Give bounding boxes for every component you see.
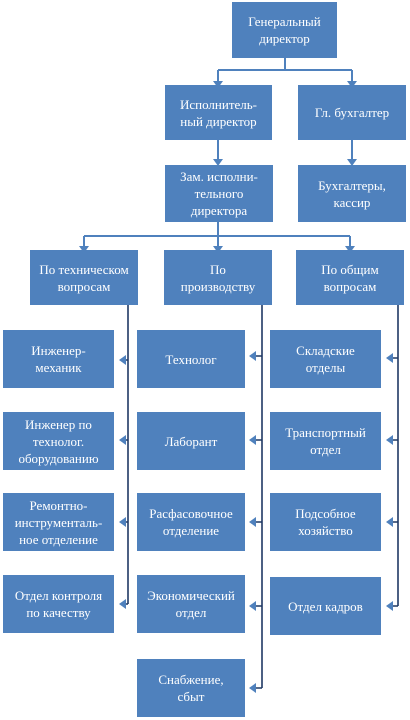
deputy-director-box: Зам. исполни- тельного директора xyxy=(165,165,273,222)
tech-item-equipment-engineer: Инженер по технолог. оборудованию xyxy=(3,412,114,470)
gen-item-warehouses: Складские отделы xyxy=(270,330,381,388)
prod-item-supply-sales: Снабжение, сбыт xyxy=(137,659,245,717)
prod-item-lab-assistant: Лаборант xyxy=(137,412,245,470)
accountants-box: Бухгалтеры, кассир xyxy=(298,165,406,222)
branch-production: По производству xyxy=(164,250,272,305)
branch-general: По общим вопросам xyxy=(296,250,404,305)
prod-item-packing: Расфасовочное отделение xyxy=(137,493,245,551)
chief-accountant-box: Гл. бухгалтер xyxy=(298,85,406,140)
ceo-box: Генеральный директор xyxy=(232,2,337,58)
tech-item-repair-department: Ремонтно- инструменталь- ное отделение xyxy=(3,493,114,551)
tech-item-quality-control: Отдел контроля по качеству xyxy=(3,575,114,633)
gen-item-hr: Отдел кадров xyxy=(270,577,381,635)
prod-item-technologist: Технолог xyxy=(137,330,245,388)
prod-item-economic: Экономический отдел xyxy=(137,575,245,633)
gen-item-subsidiary-farm: Подсобное хозяйство xyxy=(270,493,381,551)
branch-technical: По техническом вопросам xyxy=(30,250,138,305)
exec-director-box: Исполнитель- ный директор xyxy=(165,85,272,140)
gen-item-transport: Транспортный отдел xyxy=(270,412,381,470)
tech-item-engineer-mechanic: Инженер- механик xyxy=(3,330,114,388)
